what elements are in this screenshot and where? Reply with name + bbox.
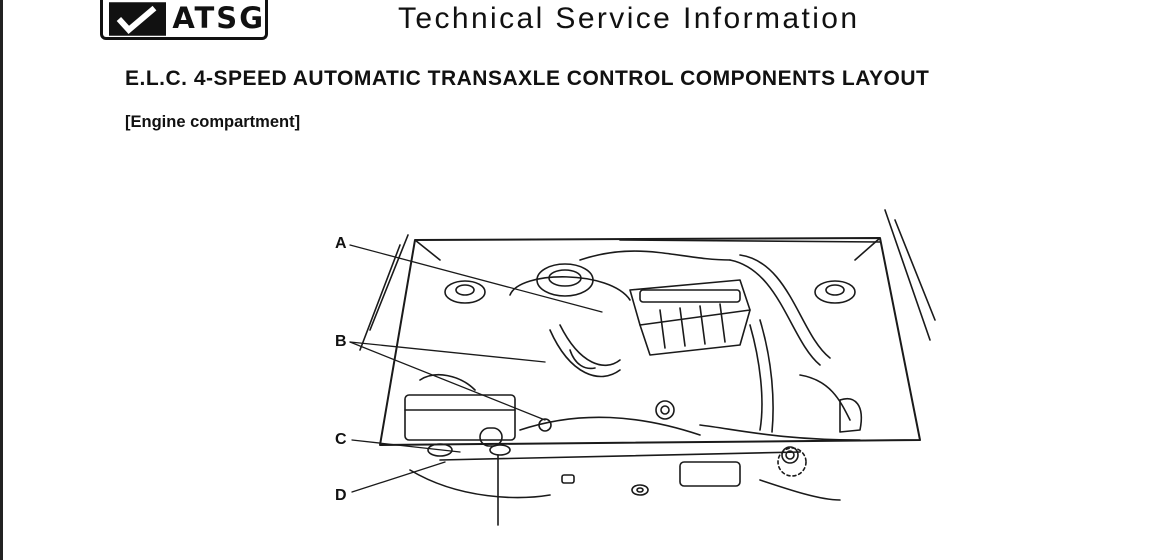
atsg-logo: ATSG (100, 0, 268, 40)
document-title: E.L.C. 4-SPEED AUTOMATIC TRANSAXLE CONTR… (125, 67, 930, 90)
logo-text: ATSG (172, 1, 265, 35)
left-border-rule (0, 0, 3, 560)
engine-compartment-diagram: A B C D (335, 209, 936, 526)
battery-area (404, 374, 552, 457)
strut-towers (444, 280, 856, 304)
coolant-reservoir (777, 398, 862, 477)
hoses (519, 239, 881, 441)
front-support (409, 451, 841, 526)
document-subtitle: [Engine compartment] (125, 113, 301, 131)
callout-b-label: B (335, 333, 347, 350)
callout-c-label: C (335, 431, 347, 448)
callout-leaders (349, 244, 603, 493)
air-intake (509, 263, 631, 378)
callout-labels: A B C D (335, 235, 347, 504)
callout-a-label: A (335, 235, 347, 252)
hood-frame (359, 209, 936, 446)
header-title: Technical Service Information (398, 2, 860, 35)
intake-manifold (629, 279, 751, 420)
checkmark-logo-icon (109, 1, 167, 36)
callout-d-label: D (335, 487, 347, 504)
